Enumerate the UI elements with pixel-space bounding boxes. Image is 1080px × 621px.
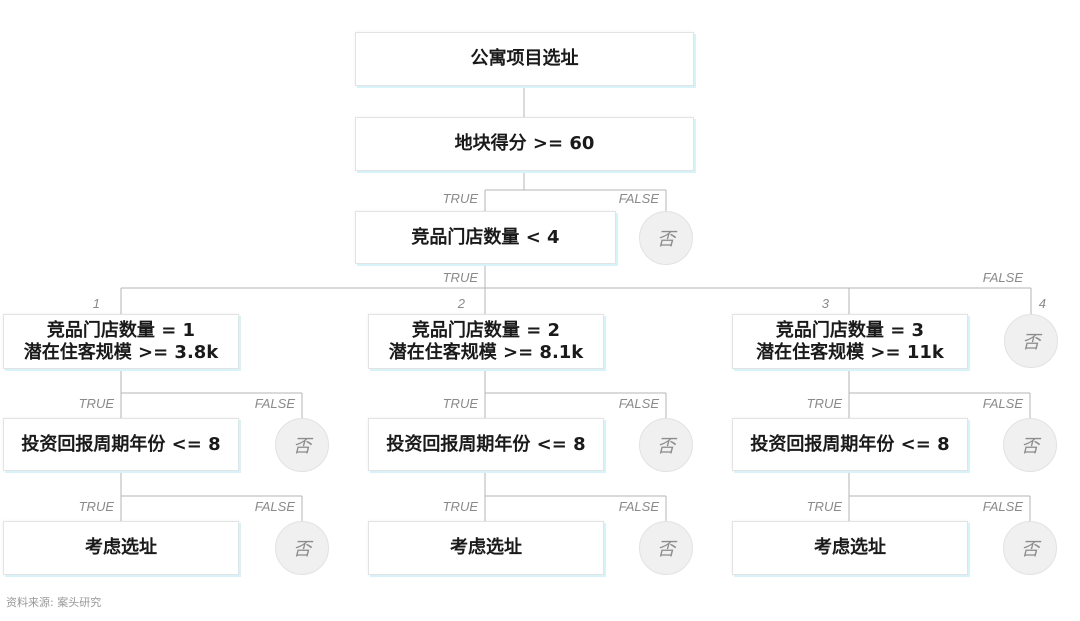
branch-3-false-label-b: FALSE [982, 499, 1023, 514]
no-circle-branch-2-result: 否 [639, 521, 693, 575]
branch-3-result-label: 考虑选址 [814, 537, 886, 558]
branch-3-number: 3 [821, 296, 829, 311]
no-circle-branch-2-payback: 否 [639, 418, 693, 472]
no-label: 否 [1022, 332, 1040, 353]
competitor-count-label: 竞品门店数量 < 4 [411, 226, 560, 248]
branch-3-line2: 潜在住客规模 >= 11k [756, 341, 944, 363]
branch-2-line1: 竞品门店数量 = 2 [411, 319, 561, 341]
plot-score-label: 地块得分 >= 60 [454, 133, 595, 154]
branch-3-false-label-a: FALSE [982, 396, 1023, 411]
false-label-level2: FALSE [982, 270, 1023, 285]
plot-score-node: 地块得分 >= 60 [355, 117, 694, 171]
branch-2-payback-node: 投资回报周期年份 <= 8 [368, 418, 604, 471]
branch-3-line1: 竞品门店数量 = 3 [775, 319, 925, 341]
branch-2-node: 竞品门店数量 = 2 潜在住客规模 >= 8.1k [368, 314, 604, 369]
branch-2-false-label-a: FALSE [618, 396, 659, 411]
no-circle-branch-1-payback: 否 [275, 418, 329, 472]
branch-2-number: 2 [457, 296, 465, 311]
branch-3-true-label-b: TRUE [806, 499, 842, 514]
branch-2-result-label: 考虑选址 [450, 537, 522, 558]
branch-1-number: 1 [92, 296, 100, 311]
no-label: 否 [657, 229, 675, 250]
branch-1-false-label-a: FALSE [254, 396, 295, 411]
branch-3-payback-node: 投资回报周期年份 <= 8 [732, 418, 968, 471]
no-label: 否 [293, 436, 311, 457]
branch-2-line2: 潜在住客规模 >= 8.1k [388, 341, 584, 363]
no-label: 否 [1021, 539, 1039, 560]
competitor-count-node: 竞品门店数量 < 4 [355, 211, 616, 264]
false-label-level1: FALSE [618, 191, 659, 206]
branch-1-line1: 竞品门店数量 = 1 [46, 319, 196, 341]
no-label: 否 [1021, 436, 1039, 457]
branch-2-payback-label: 投资回报周期年份 <= 8 [386, 433, 586, 455]
branch-1-false-label-b: FALSE [254, 499, 295, 514]
no-label: 否 [657, 436, 675, 457]
branch-1-result-label: 考虑选址 [85, 537, 157, 558]
branch-2-result-node: 考虑选址 [368, 521, 604, 575]
no-circle-branch-3-payback: 否 [1003, 418, 1057, 472]
true-label-level1: TRUE [442, 191, 478, 206]
branch-1-payback-node: 投资回报周期年份 <= 8 [3, 418, 239, 471]
branch-1-true-label-a: TRUE [78, 396, 114, 411]
no-label: 否 [293, 539, 311, 560]
branch-3-true-label-a: TRUE [806, 396, 842, 411]
no-label: 否 [657, 539, 675, 560]
branch-3-node: 竞品门店数量 = 3 潜在住客规模 >= 11k [732, 314, 968, 369]
branch-3-payback-label: 投资回报周期年份 <= 8 [750, 433, 950, 455]
branch-2-false-label-b: FALSE [618, 499, 659, 514]
root-label: 公寓项目选址 [470, 48, 579, 69]
no-circle-level2: 否 [639, 211, 693, 265]
branch-4-number: 4 [1038, 296, 1046, 311]
branch-1-node: 竞品门店数量 = 1 潜在住客规模 >= 3.8k [3, 314, 239, 369]
root-node: 公寓项目选址 [355, 32, 694, 86]
true-label-level2: TRUE [442, 270, 478, 285]
branch-2-true-label-a: TRUE [442, 396, 478, 411]
branch-1-true-label-b: TRUE [78, 499, 114, 514]
branch-3-result-node: 考虑选址 [732, 521, 968, 575]
branch-2-true-label-b: TRUE [442, 499, 478, 514]
no-circle-branch-1-result: 否 [275, 521, 329, 575]
branch-1-payback-label: 投资回报周期年份 <= 8 [21, 433, 221, 455]
no-circle-branch-3-result: 否 [1003, 521, 1057, 575]
no-circle-branch-4: 否 [1004, 314, 1058, 368]
branch-1-result-node: 考虑选址 [3, 521, 239, 575]
source-note: 资料来源: 案头研究 [6, 596, 102, 609]
branch-1-line2: 潜在住客规模 >= 3.8k [23, 341, 219, 363]
